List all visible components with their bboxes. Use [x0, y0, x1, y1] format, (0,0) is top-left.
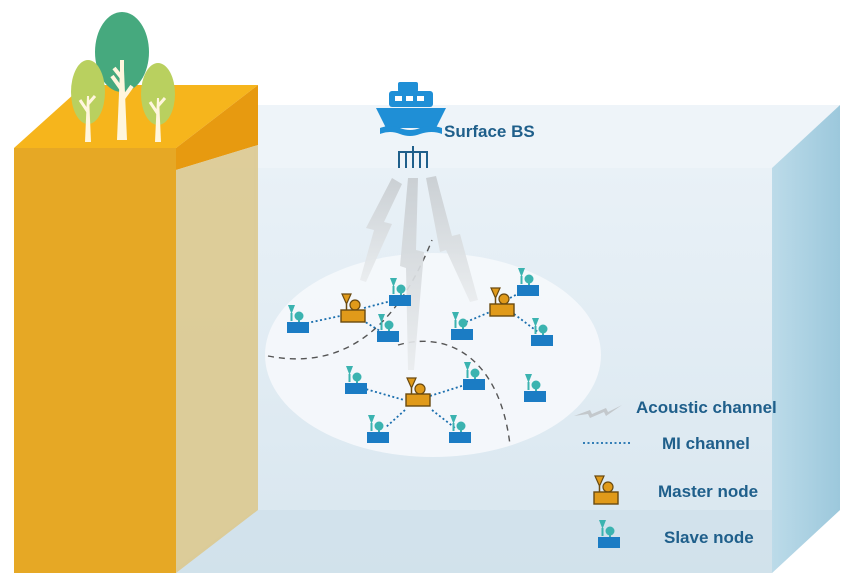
lightning-icon — [360, 178, 402, 282]
surface-bs: Surface BS — [376, 82, 535, 168]
network-area — [265, 253, 601, 457]
lightning-icon — [426, 176, 478, 302]
tree-icon — [95, 12, 149, 140]
water-right-face — [772, 105, 840, 573]
legend-master-label: Master node — [658, 482, 758, 501]
legend-slave-label: Slave node — [664, 528, 754, 547]
water-bottom — [170, 510, 840, 573]
water-top-face — [170, 105, 840, 170]
lightning-icon — [574, 405, 622, 418]
surface-bs-label: Surface BS — [444, 122, 535, 141]
cliff-side — [176, 145, 258, 573]
shore-cliff — [14, 85, 258, 573]
acoustic-links — [360, 176, 478, 370]
lightning-icon — [400, 178, 424, 370]
cliff-front — [14, 148, 176, 573]
antenna-array-icon — [398, 146, 428, 168]
tree-icon — [71, 60, 105, 142]
trees — [71, 12, 175, 142]
legend-acoustic-label: Acoustic channel — [636, 398, 777, 417]
legend-mi-label: MI channel — [662, 434, 750, 453]
legend: Acoustic channel MI channel Master node … — [574, 398, 777, 549]
tree-icon — [141, 63, 175, 142]
boat-icon — [376, 82, 446, 136]
cliff-edge — [176, 85, 258, 170]
